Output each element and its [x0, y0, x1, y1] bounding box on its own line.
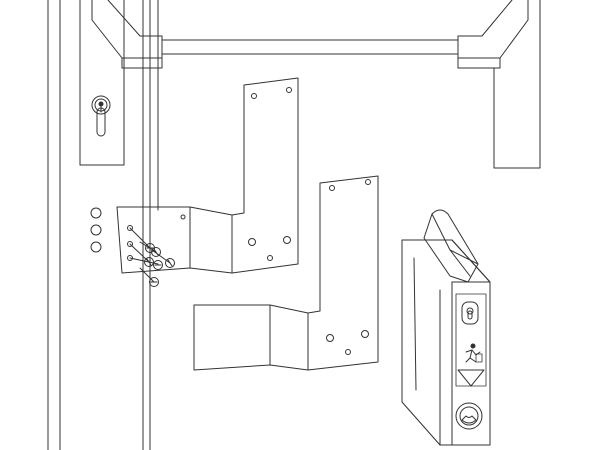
lower-bracket [193, 175, 379, 371]
screw-icon [129, 227, 175, 287]
door-mounting-holes [90, 207, 102, 253]
door-frame [47, 0, 159, 450]
upper-bracket [116, 77, 299, 274]
lock-escutcheon [79, 0, 125, 166]
exit-device-housing [401, 239, 491, 446]
keyway-icon [455, 402, 483, 430]
running-man-exit-icon [465, 343, 483, 363]
cylinder-lock-icon [461, 301, 479, 325]
lever-handle [423, 209, 479, 283]
cylinder-lock-icon [91, 95, 111, 137]
device-face [455, 293, 487, 387]
push-bar [91, 0, 541, 169]
